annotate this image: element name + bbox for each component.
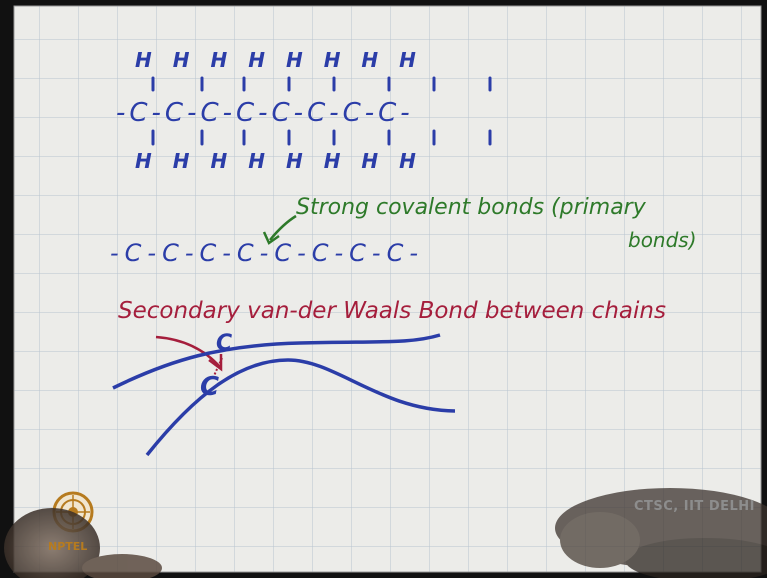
- covalent-arrow: [269, 214, 297, 241]
- paper-border: [13, 5, 762, 573]
- carbon-atom-lower: C: [200, 372, 220, 402]
- hydrogen-row-bottom: HHHHHHHH: [135, 149, 437, 173]
- upper-bond-lines: [151, 76, 492, 92]
- hydrogen-row-top: HHHHHHHH: [135, 48, 437, 72]
- nptel-logo-label: NPTEL: [48, 540, 88, 553]
- covalent-bond-note: Strong covalent bonds (primary: [296, 195, 646, 220]
- chain-curve-lower: [145, 358, 456, 457]
- watermark-text: CTSC, IIT DELHI: [633, 499, 755, 514]
- presenter-hand: [4, 508, 162, 578]
- carbon-backbone-chain: -C-C-C-C-C-C-C-C-: [110, 239, 425, 267]
- carbon-atom-upper: C: [216, 331, 233, 356]
- secondary-arrow: [155, 335, 221, 368]
- carbon-chain-structure: -C-C-C-C-C-C-C-C-: [116, 98, 414, 128]
- covalent-bond-note-cont: bonds): [628, 228, 697, 252]
- covalent-arrow-head: [262, 231, 280, 245]
- presenter-shadow: [555, 488, 767, 578]
- chain-curve-upper: [112, 333, 441, 390]
- grid: [14, 6, 761, 572]
- secondary-bond-note: Secondary van-der Waals Bond between cha…: [118, 298, 666, 324]
- lower-bond-lines: [151, 129, 492, 146]
